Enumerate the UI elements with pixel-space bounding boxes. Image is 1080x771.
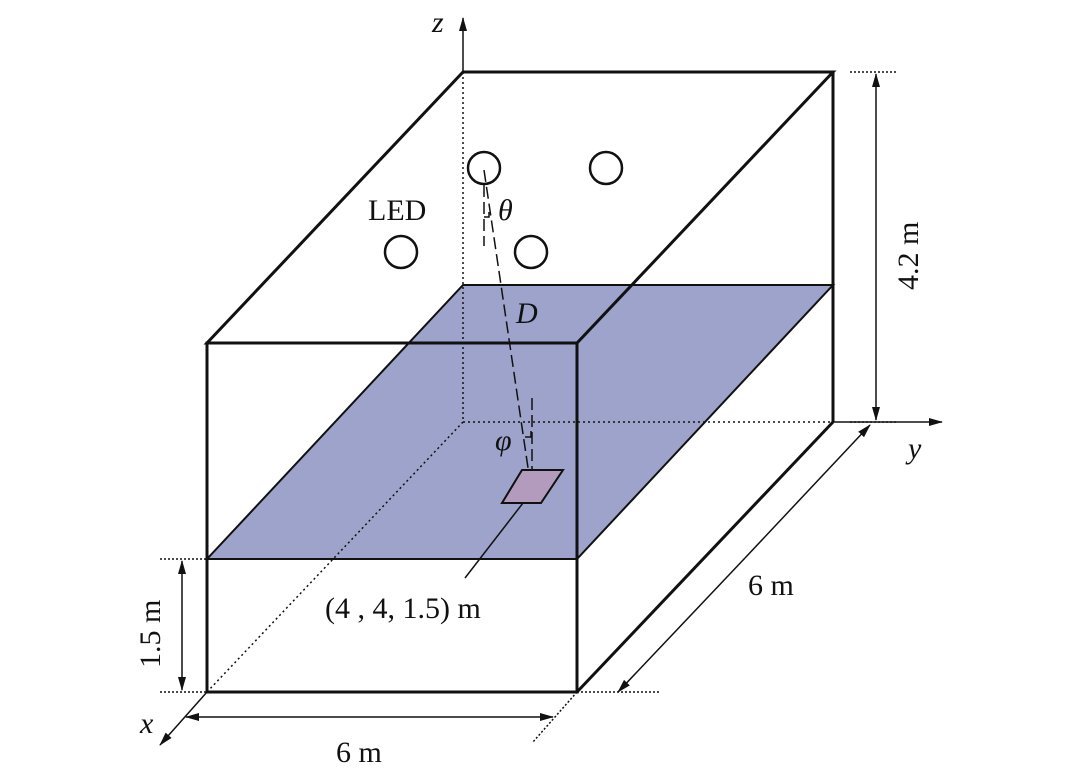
- distance-label: D: [515, 297, 538, 330]
- receiver-height-dimension-label: 1.5 m: [134, 600, 167, 668]
- y-axis-label: y: [905, 432, 922, 465]
- led-label: LED: [368, 194, 426, 227]
- room-box: [203, 70, 837, 694]
- height-dimension-label: 4.2 m: [892, 222, 925, 290]
- led-icon: [466, 150, 502, 186]
- phi-label: φ: [495, 424, 512, 457]
- width-dimension-label: 6 m: [336, 736, 382, 769]
- z-axis-label: z: [431, 6, 444, 39]
- hidden-edges: [206, 72, 833, 693]
- led-icon: [513, 234, 549, 270]
- length-dimension-label: 6 m: [748, 569, 794, 602]
- led-icon: [588, 150, 624, 186]
- dimension-lines: [160, 71, 896, 743]
- led-icon: [383, 234, 419, 270]
- theta-label: θ: [498, 194, 513, 227]
- x-axis-arrow: [159, 691, 208, 746]
- receiver-position-label: (4 , 4, 1.5) m: [325, 592, 481, 625]
- receiver-patch: [500, 469, 565, 504]
- led-lights: [383, 150, 624, 270]
- x-axis-label: x: [139, 707, 154, 740]
